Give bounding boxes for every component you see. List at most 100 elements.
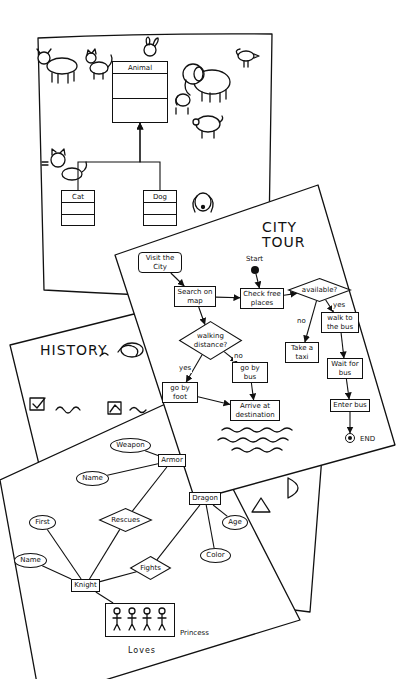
edge-label: no <box>296 318 307 326</box>
attribute-ellipse: First <box>29 515 56 530</box>
connector <box>132 467 167 511</box>
node-text: First <box>35 518 50 526</box>
action-box: go by bus <box>232 362 268 383</box>
class-compartment <box>113 73 167 97</box>
action-box: Arrive at destination <box>230 400 280 421</box>
sheet-title: CITY TOUR <box>262 220 314 249</box>
node-text: walking distance? <box>193 332 229 348</box>
cat-doodle <box>42 149 87 180</box>
end-node: END <box>345 433 355 443</box>
connector <box>346 379 349 399</box>
connector <box>107 464 158 476</box>
connector <box>256 274 259 288</box>
class-box: Cat <box>61 190 95 226</box>
action-box: Enter bus <box>330 399 370 412</box>
node-text: Cat <box>70 191 86 202</box>
connector <box>213 505 227 516</box>
attribute-ellipse: Color <box>200 548 231 563</box>
end-dot <box>348 436 352 440</box>
class-box: Animal <box>112 61 168 123</box>
diamond-shape <box>100 509 152 532</box>
pig-doodle <box>193 116 223 138</box>
bird-doodle <box>236 49 259 67</box>
attribute-ellipse: Name <box>76 471 109 486</box>
action-box: Take a taxi <box>285 342 319 363</box>
action-box: Visit the City <box>138 252 182 273</box>
node-text: Name <box>20 556 41 564</box>
connector <box>96 592 113 603</box>
cow-doodle <box>37 49 77 83</box>
attribute-ellipse: Weapon <box>110 438 151 453</box>
entity-box: Knight <box>71 579 100 592</box>
node-text: Name <box>82 474 103 482</box>
connector <box>199 307 205 325</box>
class-compartment <box>144 202 176 213</box>
relationship-diamond: Rescues <box>99 508 152 532</box>
sheet-title: HISTORY <box>40 343 108 358</box>
node-text: walk to the bus <box>324 314 356 330</box>
node-text: Fights <box>140 564 161 572</box>
start-node: Start <box>251 266 259 274</box>
diamond-shape <box>131 557 171 580</box>
dog-doodle <box>176 94 190 114</box>
relationship-diamond: Fights <box>130 556 171 580</box>
entity-box: Armor <box>158 454 186 467</box>
edge-label: yes <box>178 365 192 373</box>
node-text: Start <box>246 255 263 263</box>
node-text: Age <box>228 518 242 526</box>
edge-label: no <box>233 353 244 361</box>
connector <box>206 505 214 548</box>
edge-label: yes <box>332 302 346 310</box>
node-text: Wait for bus <box>330 360 360 376</box>
history-doodles <box>30 343 146 414</box>
connector <box>349 412 350 433</box>
attribute-ellipse: Name <box>14 553 47 568</box>
princess-figures <box>113 608 166 630</box>
connector <box>251 383 253 400</box>
entity-box: Princess <box>105 603 175 637</box>
action-box: Search on map <box>174 286 216 307</box>
rabbit-doodle <box>144 37 158 56</box>
connector <box>198 397 230 405</box>
connector <box>157 505 200 560</box>
node-text: available? <box>302 286 337 294</box>
attribute-ellipse: Age <box>222 515 248 530</box>
connector <box>171 273 184 286</box>
diamond-shape <box>289 279 351 302</box>
action-box: Wait for bus <box>327 358 363 379</box>
class-compartment <box>62 202 94 213</box>
node-text: END <box>360 435 375 443</box>
cat-doodle <box>86 49 112 79</box>
node-text: Armor <box>161 456 183 464</box>
node-text: Knight <box>74 581 97 589</box>
node-text: Color <box>206 551 224 559</box>
class-compartment <box>113 98 167 122</box>
elephant-doodle <box>183 64 230 102</box>
connector <box>216 297 240 299</box>
node-text: go by bus <box>235 364 265 380</box>
action-box: go by foot <box>162 382 198 403</box>
connector <box>284 293 297 295</box>
node-text: Dog <box>151 191 169 202</box>
class-compartment <box>144 214 176 225</box>
action-box: walk to the bus <box>321 312 359 333</box>
node-text: Arrive at destination <box>233 402 277 418</box>
connector <box>90 529 120 579</box>
entity-box: Dragon <box>189 492 221 505</box>
node-text: Princess <box>180 629 209 637</box>
dog-doodle <box>193 193 213 212</box>
connector <box>78 123 140 190</box>
connector <box>100 572 137 582</box>
node-text: Weapon <box>116 441 144 449</box>
class-box: Dog <box>143 190 177 226</box>
class-compartment <box>62 214 94 225</box>
connector <box>42 566 71 579</box>
note-label: Loves <box>128 647 156 655</box>
connector <box>341 333 344 358</box>
decision-diamond: available? <box>288 278 351 302</box>
node-text: Take a taxi <box>288 344 316 360</box>
connector <box>47 530 81 580</box>
action-box: Check free places <box>240 288 284 309</box>
node-text: Check free places <box>243 290 281 306</box>
scribbled-notes <box>218 428 292 452</box>
